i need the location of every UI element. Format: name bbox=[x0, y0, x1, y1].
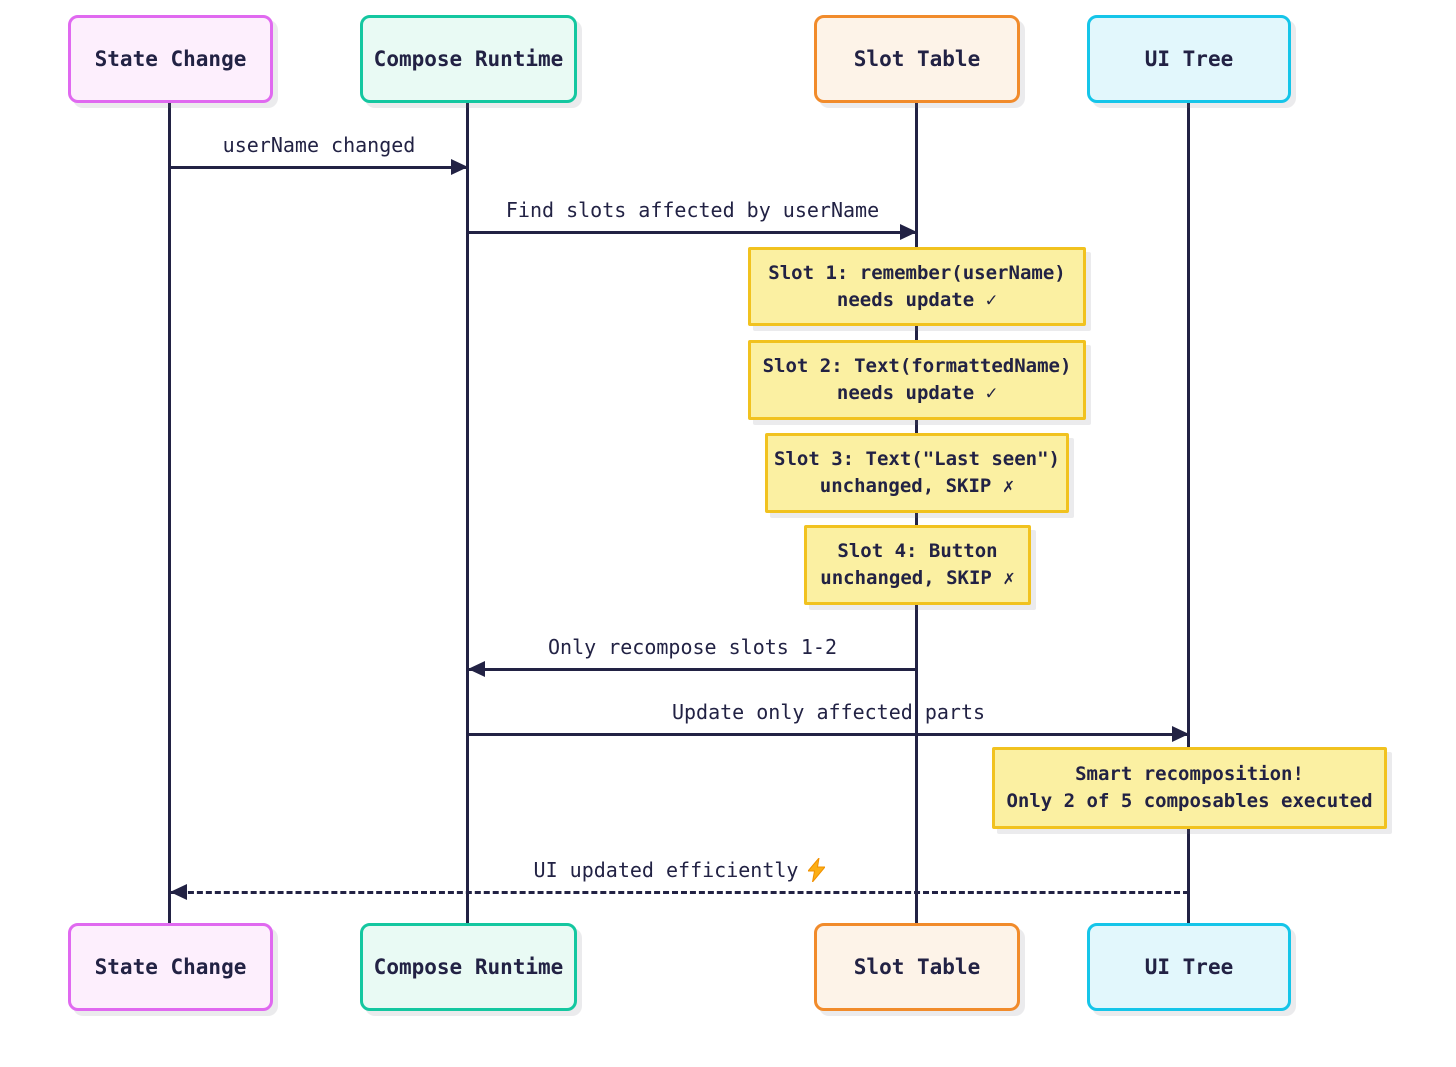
message-text: UI updated efficiently bbox=[533, 858, 799, 882]
note-slot-4: Slot 4: Button unchanged, SKIP ✗ bbox=[804, 525, 1031, 605]
message-label-only-recompose: Only recompose slots 1-2 bbox=[468, 633, 917, 661]
note-slot-3: Slot 3: Text("Last seen") unchanged, SKI… bbox=[765, 433, 1069, 513]
note-slot-1: Slot 1: remember(userName) needs update … bbox=[748, 247, 1086, 326]
actor-label: Compose Runtime bbox=[373, 955, 564, 979]
lifeline-ui-tree bbox=[1187, 101, 1190, 923]
message-line bbox=[468, 668, 917, 671]
actor-label: Slot Table bbox=[853, 47, 981, 71]
actor-top-compose-runtime: Compose Runtime bbox=[360, 15, 577, 103]
message-line bbox=[468, 733, 1189, 736]
actor-bottom-slot-table: Slot Table bbox=[814, 923, 1020, 1011]
actor-top-slot-table: Slot Table bbox=[814, 15, 1020, 103]
actor-label: UI Tree bbox=[1144, 955, 1234, 979]
note-line: Slot 3: Text("Last seen") bbox=[774, 448, 1060, 470]
lightning-icon bbox=[808, 858, 826, 882]
note-line: unchanged, SKIP ✗ bbox=[819, 475, 1015, 497]
note-slot-2: Slot 2: Text(formattedName) needs update… bbox=[748, 340, 1086, 420]
note-line: Slot 4: Button bbox=[837, 540, 998, 562]
actor-label: Slot Table bbox=[853, 955, 981, 979]
actor-label: State Change bbox=[94, 955, 247, 979]
actor-top-state-change: State Change bbox=[68, 15, 273, 103]
arrowhead-left-icon bbox=[468, 661, 485, 677]
message-text: Find slots affected by userName bbox=[505, 198, 880, 222]
message-line-dashed bbox=[170, 891, 1189, 894]
note-line: Slot 1: remember(userName) bbox=[768, 261, 1066, 284]
message-line bbox=[170, 166, 468, 169]
message-line bbox=[468, 231, 917, 234]
actor-label: Compose Runtime bbox=[373, 47, 564, 71]
actor-bottom-state-change: State Change bbox=[68, 923, 273, 1011]
message-text: Only recompose slots 1-2 bbox=[548, 635, 837, 659]
message-text: Update only affected parts bbox=[671, 700, 986, 724]
message-text: userName changed bbox=[222, 133, 416, 157]
note-line: unchanged, SKIP ✗ bbox=[820, 567, 1015, 589]
actor-bottom-compose-runtime: Compose Runtime bbox=[360, 923, 577, 1011]
arrowhead-right-icon bbox=[900, 224, 917, 240]
arrowhead-right-icon bbox=[1172, 726, 1189, 742]
note-line: needs update ✓ bbox=[836, 288, 998, 311]
note-line: Slot 2: Text(formattedName) bbox=[762, 355, 1072, 377]
note-line: Only 2 of 5 composables executed bbox=[1006, 790, 1373, 812]
note-line: needs update ✓ bbox=[836, 382, 998, 404]
arrowhead-right-icon bbox=[451, 159, 468, 175]
actor-label: UI Tree bbox=[1144, 47, 1234, 71]
message-label-find-slots: Find slots affected by userName bbox=[468, 196, 917, 224]
message-label-ui-updated: UI updated efficiently bbox=[170, 856, 1189, 884]
lifeline-compose-runtime bbox=[466, 101, 469, 923]
lifeline-state-change bbox=[168, 101, 171, 923]
actor-top-ui-tree: UI Tree bbox=[1087, 15, 1291, 103]
arrowhead-left-icon bbox=[170, 884, 187, 900]
message-label-username-changed: userName changed bbox=[170, 131, 468, 159]
note-line: Smart recomposition! bbox=[1075, 763, 1304, 785]
message-label-update-parts: Update only affected parts bbox=[468, 698, 1189, 726]
actor-label: State Change bbox=[94, 47, 247, 71]
note-smart-recomposition: Smart recomposition! Only 2 of 5 composa… bbox=[992, 747, 1387, 829]
actor-bottom-ui-tree: UI Tree bbox=[1087, 923, 1291, 1011]
